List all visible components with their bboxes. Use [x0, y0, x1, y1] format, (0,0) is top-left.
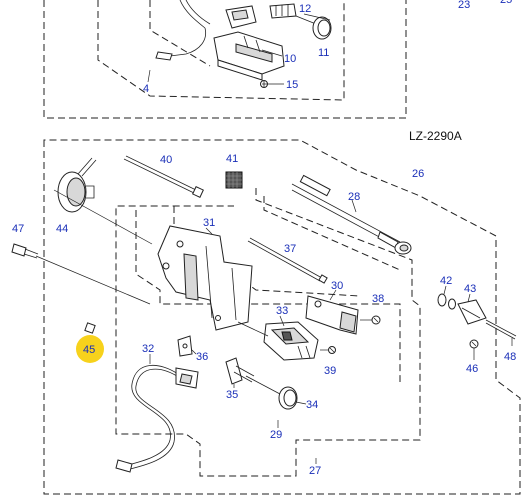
block-part-41: [225, 171, 243, 189]
highlight-marker-45[interactable]: [76, 335, 104, 363]
tie-band-part-40: [123, 155, 204, 198]
part-label-36: 36: [196, 351, 208, 363]
part-label-37: 37: [284, 243, 296, 255]
knob-part-34: [245, 375, 298, 410]
part-label-12: 12: [299, 3, 311, 15]
part-label-11: 11: [318, 47, 329, 59]
pin-part-48: [485, 319, 517, 340]
part-label-42: 42: [440, 275, 452, 287]
motor-part-44: [57, 157, 97, 213]
model-label: LZ-2290A: [409, 129, 462, 143]
part-label-48: 48: [504, 351, 516, 363]
washer-part-42: [437, 293, 456, 310]
part-label-47: 47: [12, 223, 24, 235]
part-label-4: 4: [143, 83, 149, 95]
part-label-34: 34: [306, 399, 318, 411]
part-label-32: 32: [142, 343, 154, 355]
bracket-part-31: [157, 225, 253, 331]
switch-box-part: [213, 31, 285, 81]
cable-part-32: [115, 364, 199, 473]
screw-part-39: [328, 346, 336, 354]
lever-part-43: [457, 299, 487, 325]
actuator-part-35: [225, 357, 255, 385]
part-label-27: 27: [309, 465, 321, 477]
sensor-bracket-part-30: [305, 295, 359, 335]
part-label-40: 40: [160, 154, 172, 166]
part-label-28: 28: [348, 191, 360, 203]
small-bracket-part-36: [177, 335, 193, 357]
nut-part-45: [84, 322, 96, 334]
part-label-26: 26: [412, 168, 424, 180]
screw-part-38: [371, 315, 381, 325]
part-label-46: 46: [466, 363, 478, 375]
part-label-45: 45: [83, 344, 95, 356]
connector-part-12: [269, 3, 297, 19]
connector-block-part: [225, 5, 257, 29]
shaft-part-28: [291, 174, 412, 255]
part-label-15: 15: [286, 79, 298, 91]
part-label-43: 43: [464, 283, 476, 295]
part-label-30: 30: [331, 280, 343, 292]
part-label-41: 41: [226, 153, 238, 165]
part-label-44: 44: [56, 223, 68, 235]
part-label-25: 25: [500, 0, 512, 6]
part-label-39: 39: [324, 365, 336, 377]
part-label-29: 29: [270, 429, 282, 441]
tie-band-part-37: [247, 237, 328, 284]
screw-part-47: [11, 243, 39, 259]
outer-boundary: [43, 139, 521, 495]
knob-part-11: [295, 15, 332, 40]
part-label-38: 38: [372, 293, 384, 305]
part-label-35: 35: [226, 389, 238, 401]
screw-part-46: [469, 339, 479, 349]
part-label-23: 23: [458, 0, 470, 11]
part-label-10: 10: [284, 53, 296, 65]
top-assembly-group: [43, 0, 407, 119]
part-label-31: 31: [203, 217, 215, 229]
switch-part-33: [263, 321, 319, 361]
part-label-33: 33: [276, 305, 288, 317]
